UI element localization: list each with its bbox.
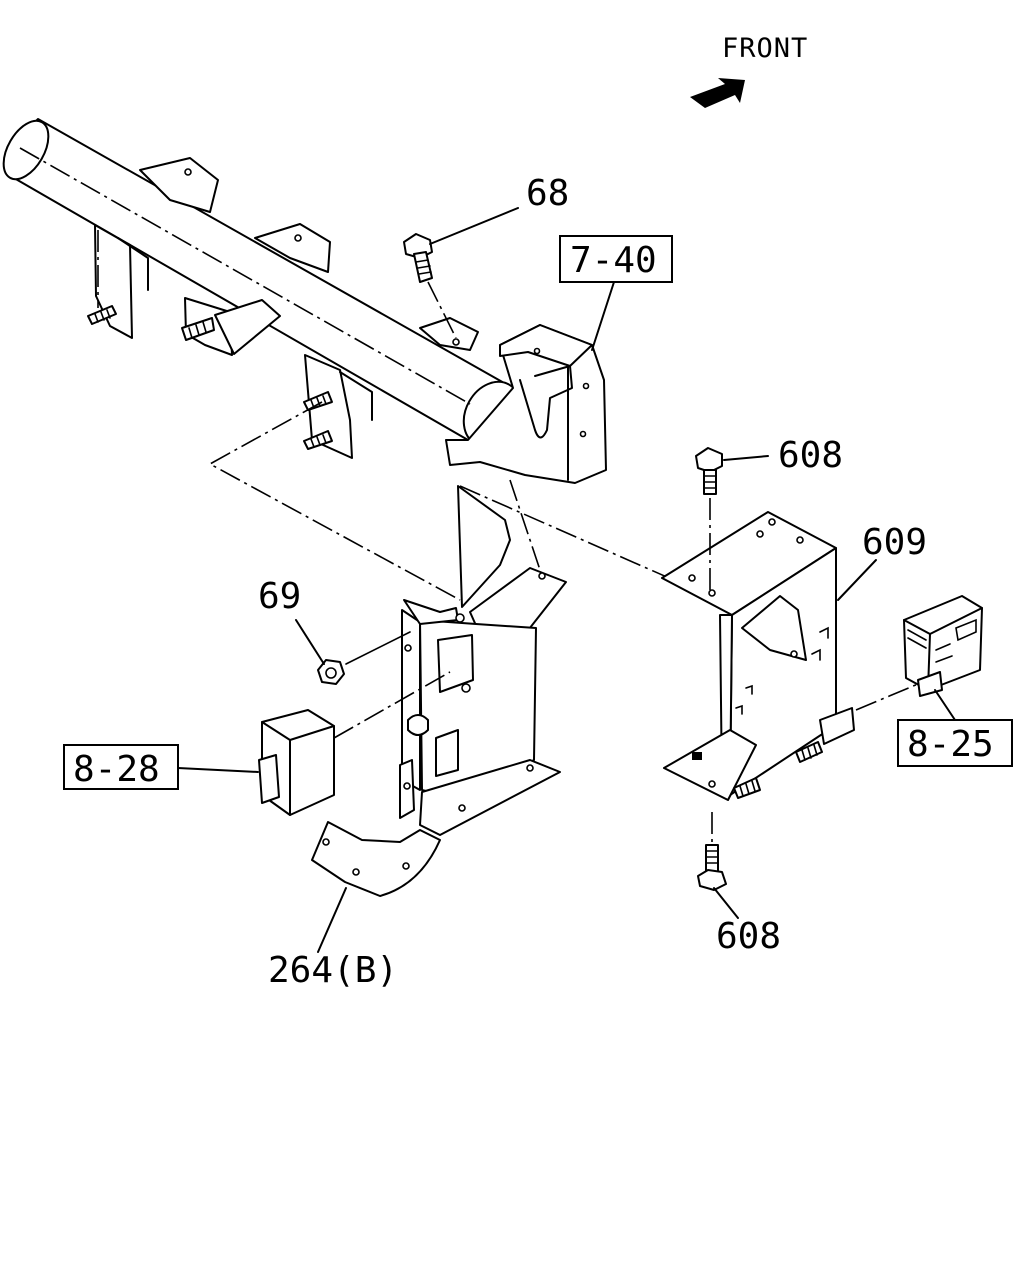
front-label: FRONT bbox=[722, 33, 808, 64]
cross-member-tube bbox=[2, 118, 522, 459]
module-8-28 bbox=[258, 671, 451, 816]
callout-264b: 264(B) bbox=[268, 950, 398, 991]
bracket-264b bbox=[311, 485, 567, 897]
bracket-609 bbox=[661, 511, 855, 801]
reference-8-25: 8-25 bbox=[897, 719, 1013, 767]
reference-8-28-label: 8-28 bbox=[73, 749, 160, 790]
front-direction-indicator: FRONT bbox=[690, 33, 808, 108]
front-arrow-icon bbox=[690, 78, 745, 108]
callout-68: 68 bbox=[526, 173, 569, 214]
reference-7-40: 7-40 bbox=[559, 235, 673, 283]
relay-8-25 bbox=[855, 595, 983, 711]
bolt-608-bottom bbox=[697, 812, 727, 891]
nut-69 bbox=[317, 631, 411, 685]
callout-608-top: 608 bbox=[778, 435, 843, 476]
callout-69: 69 bbox=[258, 576, 301, 617]
bolt-608-top bbox=[695, 447, 723, 592]
assembly-line-left bbox=[208, 401, 461, 601]
callout-608-bottom: 608 bbox=[716, 916, 781, 957]
assembly-line-block bbox=[509, 479, 541, 571]
reference-8-25-label: 8-25 bbox=[907, 724, 994, 765]
callout-609: 609 bbox=[862, 522, 927, 563]
leader-lines bbox=[177, 207, 956, 953]
reference-8-28: 8-28 bbox=[63, 744, 179, 790]
reference-7-40-label: 7-40 bbox=[570, 240, 657, 281]
bolt-68 bbox=[403, 233, 457, 339]
mounting-block-7-40 bbox=[445, 324, 607, 484]
